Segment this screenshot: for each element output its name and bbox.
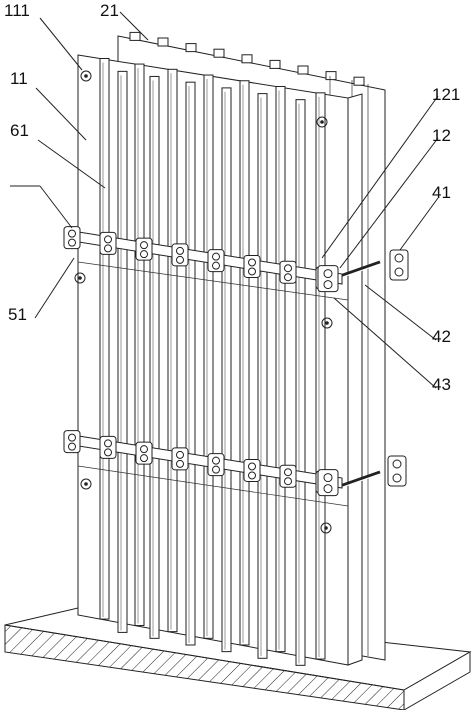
rib	[99, 57, 110, 620]
clamp-nut	[68, 229, 76, 238]
clamp-nut	[68, 238, 76, 247]
end-clamp	[317, 265, 339, 293]
rib	[134, 63, 145, 627]
rear-tooth	[241, 54, 253, 64]
clamp-nut	[140, 250, 148, 259]
clamp-nut	[140, 445, 148, 454]
clamp-nut	[104, 439, 112, 448]
rear-tooth	[325, 71, 337, 81]
rib	[117, 70, 128, 633]
rib	[221, 87, 232, 653]
clamp-nut	[248, 258, 256, 267]
rib	[275, 85, 286, 653]
clamp-assemblies	[63, 226, 343, 497]
clamp-nut	[104, 244, 112, 253]
label-42: 42	[432, 327, 451, 346]
clamp-nut	[104, 235, 112, 244]
clamp-nut	[140, 241, 148, 250]
clamp-nut	[176, 459, 184, 468]
clamp-nut	[248, 267, 256, 276]
rib	[315, 92, 326, 660]
clamp-nut	[212, 252, 220, 261]
clamp-nut	[284, 264, 292, 273]
front-panel	[74, 54, 363, 666]
clamp-nut	[212, 456, 220, 465]
rear-tooth	[269, 59, 281, 69]
leader-lines	[10, 11, 439, 389]
rib	[149, 75, 160, 639]
clamp-nut	[104, 448, 112, 457]
rear-tooth	[129, 31, 141, 41]
label-41: 41	[432, 183, 451, 202]
label-43: 43	[432, 375, 451, 394]
end-clamp-nut	[323, 484, 333, 494]
clamp-nut	[68, 442, 76, 451]
rib	[295, 99, 306, 666]
clamp-nut	[284, 273, 292, 282]
end-clamp-nut	[323, 280, 333, 290]
bolt-holes	[74, 70, 333, 534]
rear-tooth	[185, 43, 197, 53]
side-connector-upper	[389, 249, 409, 281]
clamp-nut	[176, 246, 184, 255]
clamp-nut	[284, 468, 292, 477]
clamp-nut	[284, 477, 292, 486]
tie-rods	[339, 260, 381, 489]
clamp-nut	[212, 465, 220, 474]
rear-tooth	[353, 76, 365, 86]
clamp-nut	[248, 471, 256, 480]
rib	[167, 68, 178, 633]
label-21: 21	[100, 1, 119, 20]
end-clamp	[317, 469, 339, 497]
side-connector-lower	[387, 455, 407, 487]
reference-labels: 111 21 11 61 121 12 41 51 42 43	[4, 1, 460, 394]
rear-tooth	[297, 65, 309, 75]
clamp-nut	[68, 433, 76, 442]
clamp-nut	[176, 450, 184, 459]
label-11: 11	[10, 69, 28, 88]
clamp-nut	[212, 261, 220, 270]
label-51: 51	[8, 305, 27, 324]
rib	[257, 93, 268, 659]
rib	[203, 74, 214, 639]
label-12: 12	[432, 126, 451, 145]
label-121: 121	[432, 85, 460, 104]
end-clamp-nut	[323, 269, 333, 279]
rib	[239, 80, 250, 646]
rear-tooth	[213, 48, 225, 58]
vertical-ribs	[99, 57, 326, 666]
end-clamp-nut	[323, 473, 333, 483]
clamp-nut	[140, 454, 148, 463]
clamp-nut	[248, 462, 256, 471]
rear-tooth	[157, 37, 169, 47]
label-111: 111	[4, 1, 30, 20]
rear-top-teeth	[129, 31, 365, 86]
clamp-nut	[176, 255, 184, 264]
rib	[185, 81, 196, 646]
label-61: 61	[10, 121, 29, 140]
